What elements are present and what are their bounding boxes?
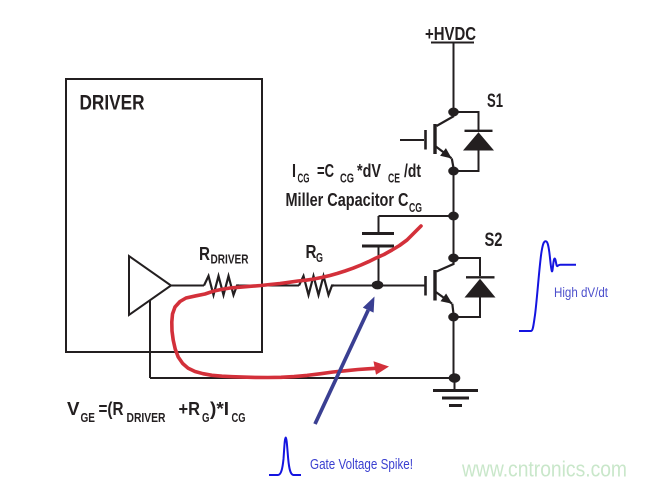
svg-text:+HVDC: +HVDC: [425, 24, 476, 44]
svg-text:=(R: =(R: [99, 399, 124, 419]
svg-text:/dt: /dt: [404, 161, 421, 181]
svg-text:DRIVER: DRIVER: [211, 253, 249, 267]
svg-text:I: I: [292, 161, 296, 181]
svg-text:www.cntronics.com: www.cntronics.com: [461, 457, 627, 482]
svg-text:R: R: [199, 244, 210, 264]
svg-text:G: G: [202, 411, 210, 425]
svg-text:S2: S2: [485, 230, 503, 251]
svg-text:CG: CG: [298, 172, 310, 186]
svg-text:=C: =C: [317, 161, 334, 181]
svg-text:S1: S1: [487, 91, 503, 112]
svg-text:Miller Capacitor C: Miller Capacitor C: [286, 190, 409, 210]
svg-text:CG: CG: [409, 201, 422, 215]
svg-text:Gate Voltage Spike!: Gate Voltage Spike!: [310, 456, 413, 473]
svg-text:R: R: [306, 242, 317, 262]
svg-text:CE: CE: [388, 172, 400, 186]
svg-text:High dV/dt: High dV/dt: [554, 285, 608, 300]
svg-text:GE: GE: [81, 411, 96, 425]
svg-text:CG: CG: [340, 172, 354, 186]
svg-text:G: G: [316, 251, 323, 265]
svg-text:DRIVER: DRIVER: [80, 92, 145, 115]
svg-text:V: V: [67, 399, 80, 419]
svg-text:+R: +R: [179, 399, 201, 419]
svg-text:CG: CG: [232, 411, 246, 425]
svg-text:*dV: *dV: [357, 161, 381, 181]
svg-text:)*I: )*I: [210, 399, 229, 419]
svg-text:DRIVER: DRIVER: [127, 411, 166, 425]
